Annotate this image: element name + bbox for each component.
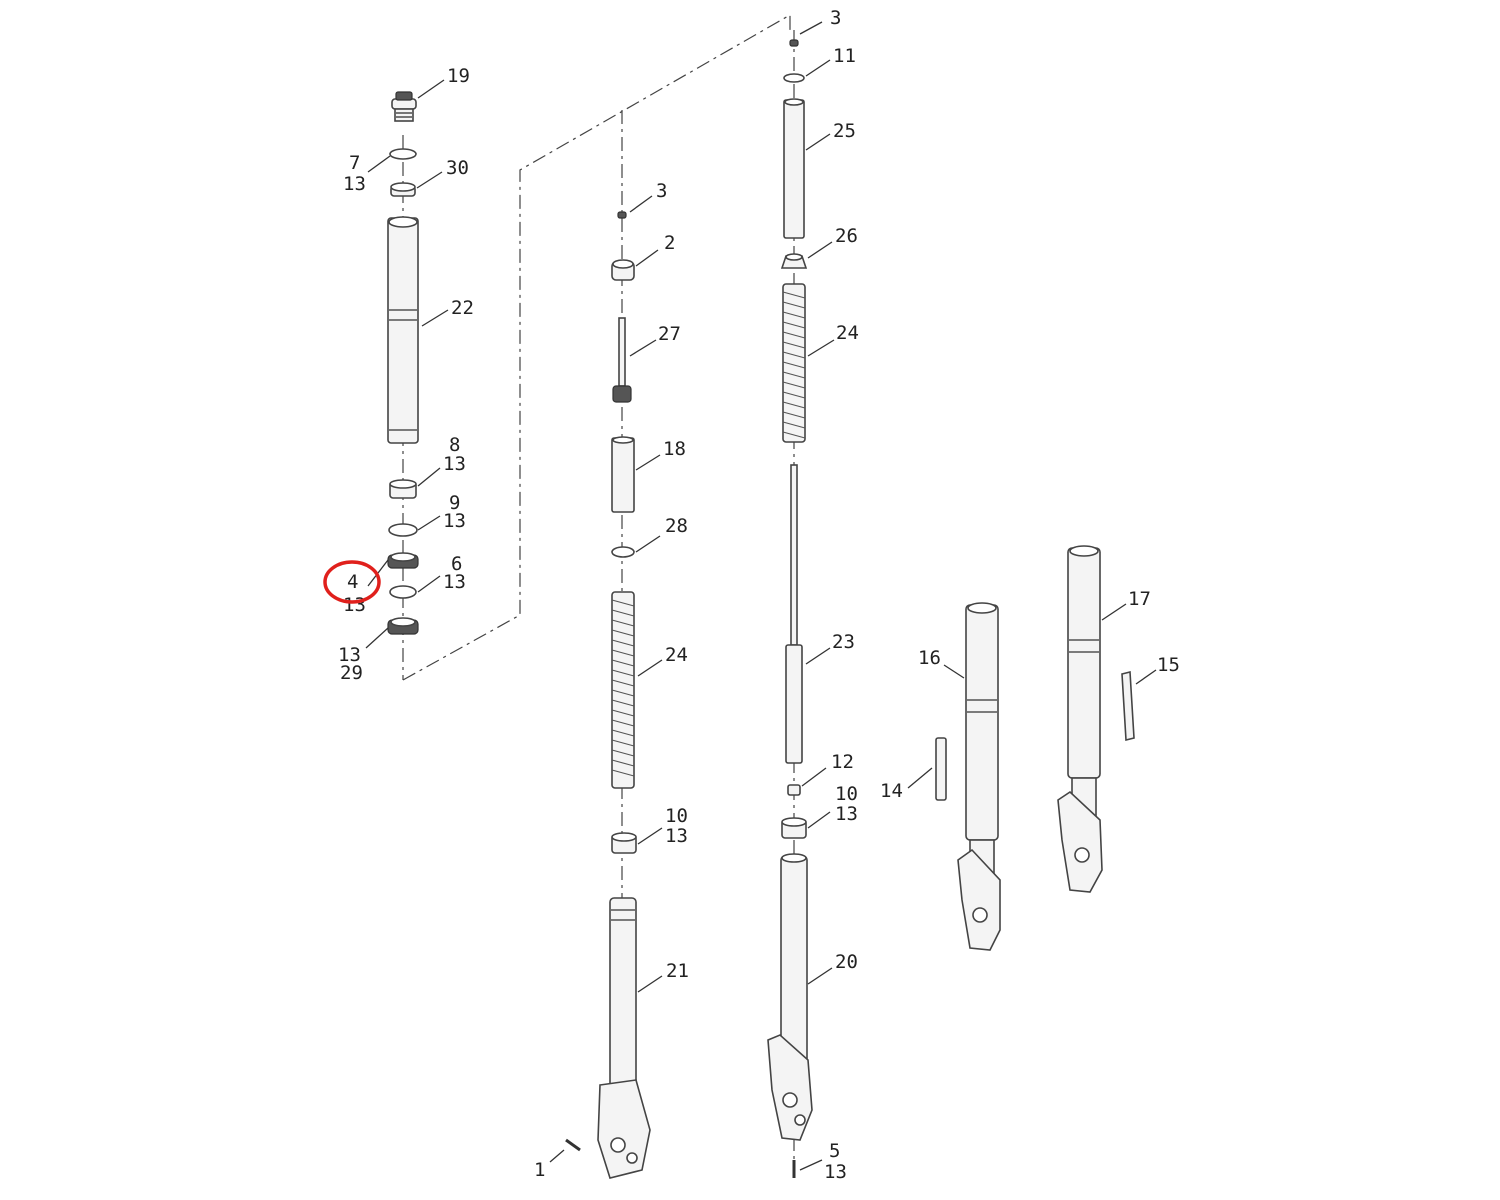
- callout-22: 22: [451, 297, 474, 319]
- callout-27: 27: [658, 323, 681, 345]
- part-19-top-cap: [391, 91, 417, 122]
- leader-lines: [365, 21, 1157, 1171]
- callout-6: 6: [451, 553, 462, 575]
- part-14-reflector: [935, 737, 947, 801]
- callout-20: 20: [835, 951, 858, 973]
- part-30-washer: [390, 182, 416, 197]
- callout-9: 9: [449, 492, 460, 514]
- callout-25: 25: [833, 120, 856, 142]
- callout-2: 2: [664, 232, 675, 254]
- callout-13: 13: [443, 510, 466, 532]
- callout-21: 21: [666, 960, 689, 982]
- highlight-circle: [323, 560, 381, 604]
- callout-labels: 19 7 13 30 22 8 13 9 13 6 13 4 13 13 29 …: [338, 7, 1180, 1183]
- part-9-ring: [388, 523, 418, 537]
- callout-3: 3: [656, 180, 667, 202]
- callout-28: 28: [665, 515, 688, 537]
- callout-13: 13: [824, 1161, 847, 1183]
- part-1-bolt: [565, 1138, 581, 1152]
- callout-10: 10: [665, 805, 688, 827]
- part-21-inner-tube-middle: [597, 897, 651, 1179]
- callout-16: 16: [918, 647, 941, 669]
- part-24-spring-right: [782, 283, 806, 443]
- part-8-bushing: [389, 479, 417, 499]
- callout-11: 11: [833, 45, 856, 67]
- part-16-fork-leg-assembly: [957, 602, 1001, 951]
- part-28-washer: [611, 546, 635, 558]
- part-10-bushing-middle: [611, 832, 637, 854]
- callout-14: 14: [880, 780, 903, 802]
- callout-12: 12: [831, 751, 854, 773]
- part-25-tube: [783, 98, 805, 239]
- callout-15: 15: [1157, 654, 1180, 676]
- callout-24: 24: [665, 644, 688, 666]
- part-27-damper-rod: [612, 317, 632, 403]
- callout-29: 29: [340, 662, 363, 684]
- part-23-damper-cartridge: [785, 464, 803, 764]
- part-22-outer-tube: [387, 216, 419, 444]
- part-10-bushing-right: [781, 817, 807, 839]
- callout-8: 8: [449, 434, 460, 456]
- callout-18: 18: [663, 438, 686, 460]
- callout-24: 24: [836, 322, 859, 344]
- callout-13: 13: [665, 825, 688, 847]
- callout-7: 7: [349, 152, 360, 174]
- callout-19: 19: [447, 65, 470, 87]
- part-15-reflector: [1121, 670, 1135, 742]
- part-6-retaining-clip: [389, 585, 417, 599]
- callout-13: 13: [443, 453, 466, 475]
- part-29-dust-seal: [387, 617, 419, 635]
- callout-13: 13: [443, 571, 466, 593]
- callout-10: 10: [835, 783, 858, 805]
- callout-3: 3: [830, 7, 841, 29]
- assembly-axes: [402, 13, 795, 1175]
- callout-5: 5: [829, 1140, 840, 1162]
- callout-23: 23: [832, 631, 855, 653]
- part-24-spring-middle: [611, 591, 635, 789]
- part-3-screw-right: [789, 39, 799, 47]
- part-20-inner-tube-right: [767, 853, 813, 1141]
- part-18-spacer: [611, 436, 635, 513]
- part-7-o-ring: [389, 148, 417, 160]
- callout-13: 13: [338, 644, 361, 666]
- part-3-screw-middle: [617, 211, 627, 219]
- callout-1: 1: [534, 1159, 545, 1181]
- callout-17: 17: [1128, 588, 1151, 610]
- part-4-oil-seal: [387, 552, 419, 569]
- callout-30: 30: [446, 157, 469, 179]
- part-11-ring: [783, 73, 805, 83]
- callout-13: 13: [343, 594, 366, 616]
- callout-13: 13: [343, 173, 366, 195]
- callout-13: 13: [835, 803, 858, 825]
- part-17-fork-leg-assembly: [1057, 545, 1103, 893]
- part-26-cap: [780, 253, 808, 269]
- callout-26: 26: [835, 225, 858, 247]
- callout-4: 4: [347, 571, 358, 593]
- part-2-cap-middle: [611, 259, 635, 281]
- part-12-nut: [787, 784, 801, 796]
